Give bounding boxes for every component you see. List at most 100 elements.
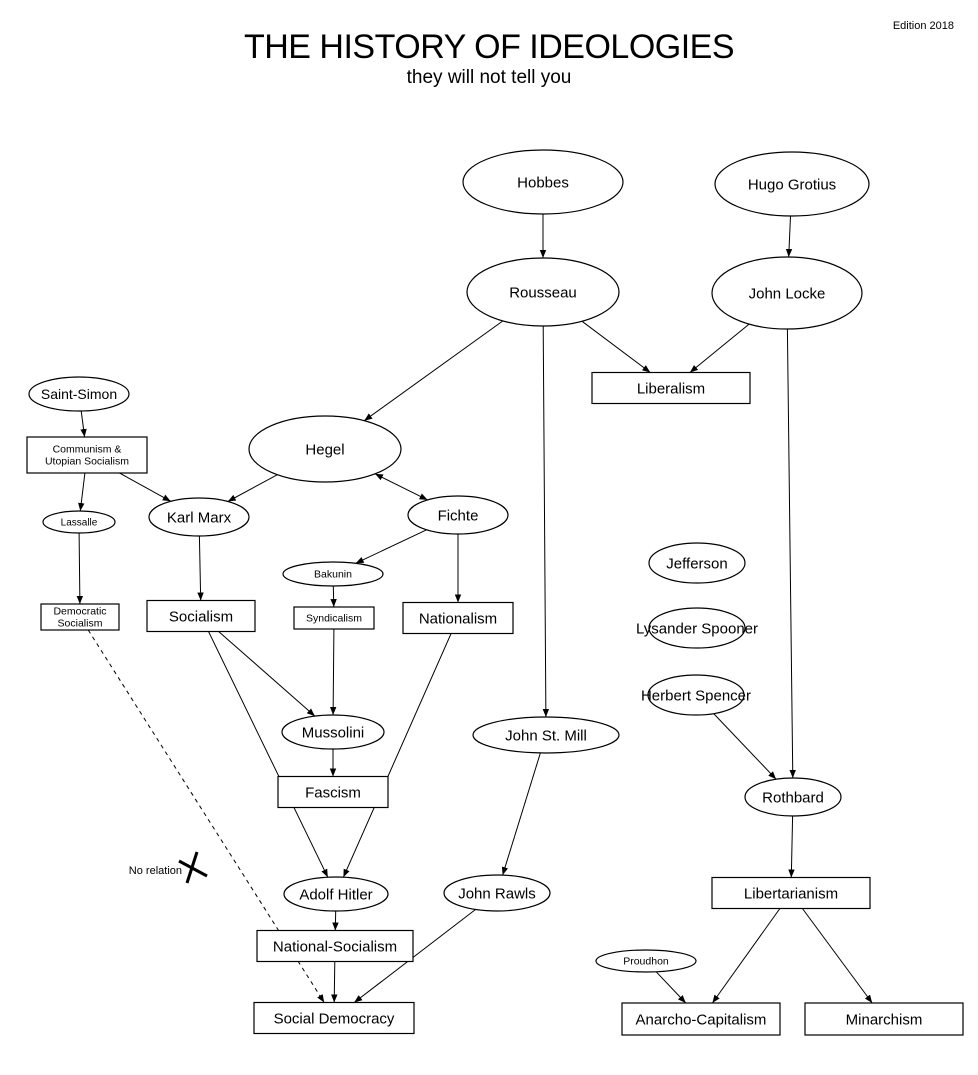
node-hegel-shape <box>248 415 402 483</box>
node-hitler-label: Adolf Hitler <box>299 886 372 903</box>
node-lassalle: Lassalle <box>42 510 116 534</box>
node-anarcho-capitalism-shape <box>621 1002 781 1036</box>
node-national-socialism: National-Socialism <box>256 929 414 963</box>
node-rousseau-shape <box>466 257 620 327</box>
node-fascism-label: Fascism <box>305 784 361 801</box>
node-libertarianism-label: Libertarianism <box>744 885 838 902</box>
node-fascism: Fascism <box>277 775 389 809</box>
edge-mill-to-rawls <box>501 752 541 876</box>
node-spencer-shape <box>647 674 745 716</box>
edge-locke-to-rothbard <box>786 328 796 779</box>
cross-mark-icon <box>178 851 208 884</box>
edge-communism-to-marx <box>119 472 171 502</box>
node-hegel: Hegel <box>248 415 402 483</box>
node-mill: John St. Mill <box>472 716 620 754</box>
node-social-democracy-label: Social Democracy <box>274 1010 395 1027</box>
node-locke: John Locke <box>711 256 863 330</box>
node-syndicalism: Syndicalism <box>293 606 375 630</box>
node-rothbard-shape <box>744 777 842 817</box>
node-jefferson-shape <box>648 542 746 584</box>
node-proudhon: Proudhon <box>595 949 697 973</box>
node-lassalle-label: Lassalle <box>61 518 98 529</box>
edge-democratic-socialism-to-social-democracy <box>87 629 325 1003</box>
edge-rawls-to-social-democracy <box>353 909 476 1003</box>
node-spooner-shape <box>648 607 746 649</box>
node-hitler-shape <box>283 876 389 912</box>
node-liberalism-shape <box>591 371 751 405</box>
node-syndicalism-shape <box>293 606 375 630</box>
node-minarchism-label: Minarchism <box>846 1011 923 1028</box>
node-grotius: Hugo Grotius <box>714 151 870 217</box>
node-locke-label: John Locke <box>749 285 826 302</box>
edges-layer <box>76 214 873 1004</box>
node-locke-shape <box>711 256 863 330</box>
node-communism-shape <box>26 436 148 474</box>
node-social-democracy-shape <box>253 1001 415 1035</box>
edition-label: Edition 2018 <box>892 20 954 32</box>
edge-hegel-to-marx <box>227 474 278 502</box>
edge-spencer-to-rothbard <box>713 713 777 780</box>
node-proudhon-label: Proudhon <box>623 956 669 968</box>
node-rawls-shape <box>443 874 551 912</box>
node-rothbard: Rothbard <box>744 777 842 817</box>
node-fascism-shape <box>277 775 389 809</box>
node-nationalism-shape <box>402 601 514 635</box>
node-rothbard-label: Rothbard <box>762 789 824 806</box>
node-hegel-label: Hegel <box>305 441 344 458</box>
node-socialism-shape <box>146 599 256 633</box>
node-rousseau-label: Rousseau <box>509 284 577 301</box>
node-marx: Karl Marx <box>148 497 250 537</box>
node-bakunin-shape <box>282 561 384 587</box>
node-socialism: Socialism <box>146 599 256 633</box>
edge-libertarianism-to-minarchism <box>801 908 873 1004</box>
annotation-layer: No relation <box>129 851 208 884</box>
edge-bakunin-to-syndicalism <box>330 585 337 608</box>
node-nationalism: Nationalism <box>402 601 514 635</box>
edge-socialism-to-mussolini <box>218 631 316 717</box>
node-communism-label: Communism & <box>53 444 122 456</box>
node-saint-simon-label: Saint-Simon <box>41 386 117 402</box>
node-spencer: Herbert Spencer <box>641 674 751 716</box>
edge-proudhon-to-anarcho-capitalism <box>655 971 687 1004</box>
node-socialism-label: Socialism <box>169 608 233 625</box>
edge-rousseau-to-mill <box>542 325 550 718</box>
node-liberalism-label: Liberalism <box>637 380 705 397</box>
page-title: THE HISTORY OF IDEOLOGIES <box>243 28 735 66</box>
node-marx-shape <box>148 497 250 537</box>
node-marx-label: Karl Marx <box>167 509 232 526</box>
node-mussolini: Mussolini <box>281 714 385 750</box>
node-mussolini-label: Mussolini <box>302 724 365 741</box>
node-minarchism: Minarchism <box>804 1002 964 1036</box>
node-saint-simon-shape <box>28 376 130 412</box>
node-rawls-label: John Rawls <box>458 885 536 902</box>
edge-nationalism-to-hitler <box>342 633 452 878</box>
node-grotius-label: Hugo Grotius <box>748 176 836 193</box>
node-democratic-socialism-label: Democratic <box>53 606 106 618</box>
edge-socialism-to-hitler <box>208 631 329 878</box>
node-mussolini-shape <box>281 714 385 750</box>
edge-libertarianism-to-anarcho-capitalism <box>711 908 781 1004</box>
no-relation-label: No relation <box>129 865 182 877</box>
node-lassalle-shape <box>42 510 116 534</box>
node-bakunin: Bakunin <box>282 561 384 587</box>
node-democratic-socialism-shape <box>40 603 120 631</box>
node-hobbes: Hobbes <box>462 149 624 215</box>
node-fichte-shape <box>407 495 509 535</box>
node-proudhon-shape <box>595 949 697 973</box>
node-spencer-label: Herbert Spencer <box>641 687 751 704</box>
node-rousseau: Rousseau <box>466 257 620 327</box>
node-spooner: Lysander Spooner <box>636 607 758 649</box>
node-minarchism-shape <box>804 1002 964 1036</box>
edge-marx-to-socialism <box>197 535 204 601</box>
node-hitler: Adolf Hitler <box>283 876 389 912</box>
node-anarcho-capitalism-label: Anarcho-Capitalism <box>636 1011 767 1028</box>
node-saint-simon: Saint-Simon <box>28 376 130 412</box>
node-rawls: John Rawls <box>443 874 551 912</box>
node-national-socialism-shape <box>256 929 414 963</box>
edge-grotius-to-locke <box>785 215 793 258</box>
node-bakunin-label: Bakunin <box>314 569 352 581</box>
edge-locke-to-liberalism <box>689 323 750 373</box>
